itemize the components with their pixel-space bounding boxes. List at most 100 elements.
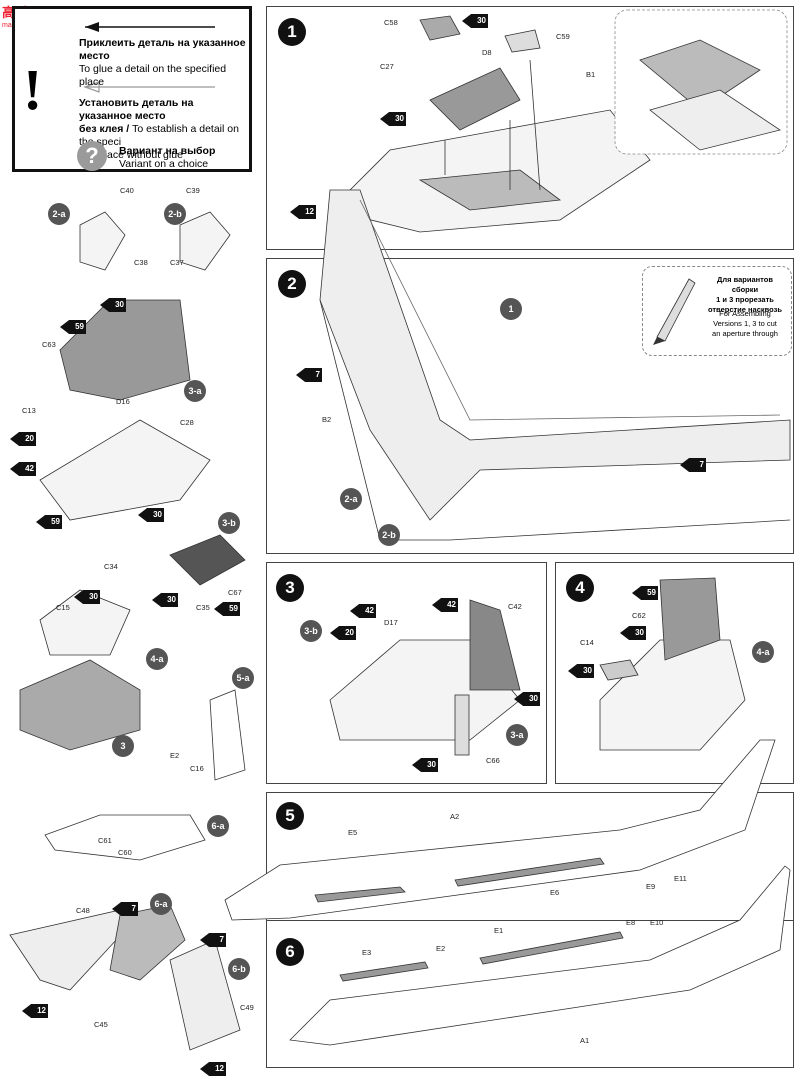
label-c37: C37 (170, 258, 184, 267)
label-c49: C49 (240, 1003, 254, 1012)
note-ru-2: 1 и 3 прорезать (716, 295, 774, 304)
note-ru-3: отверстие насквозь (707, 305, 782, 314)
question-icon: ? (77, 141, 107, 171)
label-e1: E1 (494, 926, 504, 935)
5a-door (209, 689, 246, 781)
sub-3b-step3: 3-b (300, 620, 322, 642)
paint-30-floor: 30 (138, 508, 164, 522)
sub-2a-step2: 2-a (340, 488, 362, 510)
label-c63: C63 (42, 340, 56, 349)
paint-42-c13: 42 (10, 462, 36, 476)
paint-30-c58: 30 (462, 14, 488, 28)
step4-cabin (599, 639, 746, 751)
legend-arrows (83, 22, 215, 93)
paint-12-bottom: 12 (200, 1062, 226, 1076)
step-6-number: 6 (276, 938, 304, 966)
4a-part (39, 589, 131, 656)
legend-box: ! Приклеить деталь на указанное место To… (12, 6, 252, 172)
step-1-number: 1 (278, 18, 306, 46)
label-c39: C39 (186, 186, 200, 195)
label-c48: C48 (76, 906, 90, 915)
cockpit-tub-drawing (429, 67, 521, 131)
note-en-2: Versions 1, 3 to cut (713, 319, 777, 328)
paint-30-3a: 30 (100, 298, 126, 312)
label-c34: C34 (104, 562, 118, 571)
part-3-marker: 3 (112, 735, 134, 757)
6a-canopy (44, 814, 206, 861)
note-ru-1: Для вариантов сборки (717, 275, 773, 294)
note-en-1: For Assembling (719, 309, 771, 318)
step-2-number: 2 (278, 270, 306, 298)
label-c61: C61 (98, 836, 112, 845)
legend-glue: Приклеить деталь на указанное место To g… (79, 37, 249, 89)
label-c60: C60 (118, 848, 132, 857)
paint-30-c15: 30 (74, 590, 100, 604)
label-e9: E9 (646, 882, 656, 891)
label-e6: E6 (550, 888, 560, 897)
6b-fin (169, 939, 241, 1051)
legend-noglue: Установить деталь на указанное место без… (79, 97, 249, 162)
3b-cover (169, 534, 246, 586)
paint-30-c14: 30 (568, 664, 594, 678)
label-c62: C62 (632, 611, 646, 620)
legend-choice-ru: Вариант на выбор (119, 145, 216, 157)
paint-12-step1: 12 (290, 205, 316, 219)
wing-drawing (319, 189, 791, 521)
nose-section-drawing (329, 109, 651, 233)
label-c40: C40 (120, 186, 134, 195)
label-e11: E11 (674, 874, 687, 883)
paint-30-c34: 30 (152, 593, 178, 607)
label-e3: E3 (362, 948, 372, 957)
3a-seat-backs (59, 299, 191, 401)
label-c66: C66 (486, 756, 500, 765)
part-1-marker: 1 (500, 298, 522, 320)
legend-noglue-ru: Установить деталь на указанное место (79, 97, 194, 122)
label-c42: C42 (508, 602, 522, 611)
paint-20-step3: 20 (330, 626, 356, 640)
sub-6a: 6-a (207, 815, 229, 837)
label-c13: C13 (22, 406, 36, 415)
paint-42-c42: 42 (432, 598, 458, 612)
2b-drawing (179, 211, 231, 271)
paint-30-c66: 30 (412, 758, 438, 772)
note-en: For Assembling Versions 1, 3 to cut an a… (703, 309, 787, 339)
label-c67: C67 (228, 588, 242, 597)
label-b2: B2 (322, 415, 332, 424)
paint-7-b2: 7 (296, 368, 322, 382)
label-e8: E8 (626, 918, 636, 927)
sub-3a-step3: 3-a (506, 724, 528, 746)
paint-7-wing: 7 (680, 458, 706, 472)
sub-3b: 3-b (218, 512, 240, 534)
label-c15: C15 (56, 603, 70, 612)
label-e2: E2 (170, 751, 180, 760)
step-5-number: 5 (276, 802, 304, 830)
label-c45: C45 (94, 1020, 108, 1029)
sub-6b: 6-b (228, 958, 250, 980)
cut-aperture-note: Для вариантов сборки 1 и 3 прорезать отв… (642, 266, 792, 356)
paint-59-c62: 59 (632, 586, 658, 600)
sub-2a: 2-a (48, 203, 70, 225)
note-en-3: an aperture through (712, 329, 778, 338)
paint-30-c42: 30 (514, 692, 540, 706)
label-b1: B1 (586, 70, 596, 79)
sub-3a: 3-a (184, 380, 206, 402)
label-c14: C14 (580, 638, 594, 647)
warning-icon: ! (23, 57, 43, 122)
legend-glue-en: To glue a detail on the specified place (79, 63, 227, 88)
knife-icon (653, 278, 696, 345)
label-c35: C35 (196, 603, 210, 612)
sub-2b-step2: 2-b (378, 524, 400, 546)
label-d8: D8 (482, 48, 492, 57)
label-c16: C16 (190, 764, 204, 773)
stabilizer-left (9, 909, 131, 991)
paint-59-c67: 59 (214, 602, 240, 616)
3-base (19, 659, 141, 751)
legend-choice-en: Variant on a choice (119, 158, 209, 170)
label-c58: C58 (384, 18, 398, 27)
label-c38: C38 (134, 258, 148, 267)
sub-4a: 4-a (146, 648, 168, 670)
note-ru: Для вариантов сборки 1 и 3 прорезать отв… (703, 275, 787, 315)
sub-5a: 5-a (232, 667, 254, 689)
paint-59-c63: 59 (60, 320, 86, 334)
